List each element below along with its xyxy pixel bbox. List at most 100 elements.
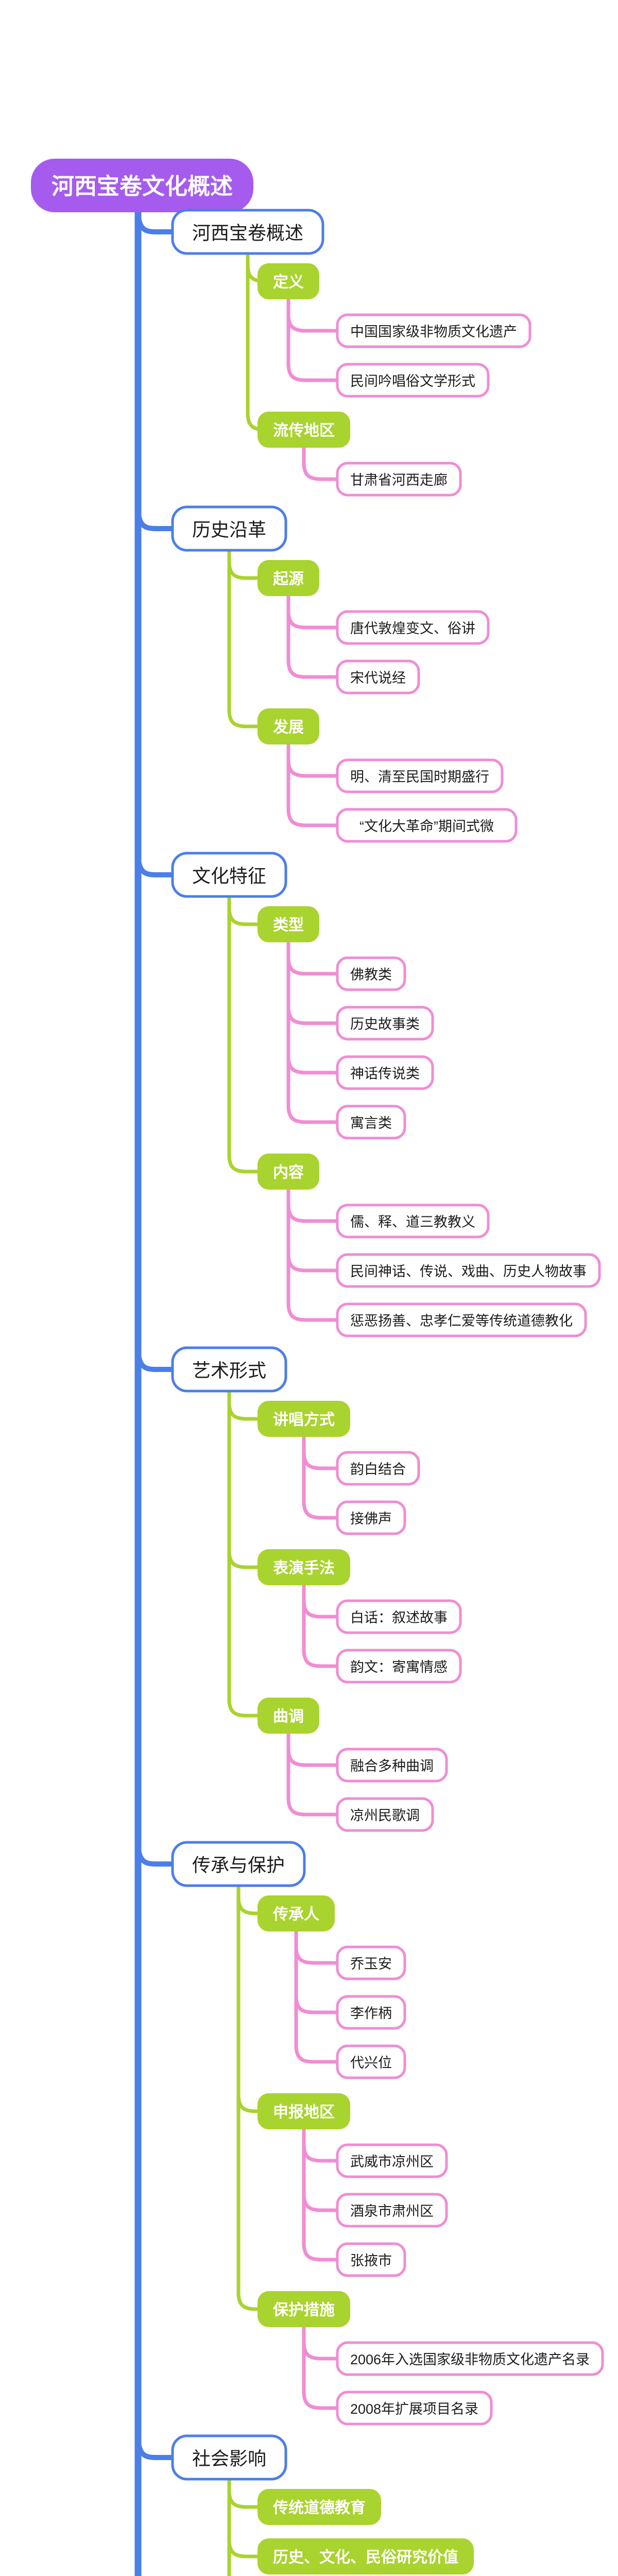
node-shape[interactable] xyxy=(336,1055,434,1090)
mindmap-node[interactable]: 唐代敦煌变文、俗讲 xyxy=(336,610,490,645)
node-label: 中国国家级非物质文化遗产 xyxy=(350,324,517,340)
mindmap-node[interactable]: 张掖市 xyxy=(336,2242,406,2277)
mindmap-node[interactable]: 神话传说类 xyxy=(336,1055,434,1090)
mindmap-node[interactable]: 儒、释、道三教教义 xyxy=(336,1204,490,1239)
node-shape[interactable] xyxy=(258,2538,474,2574)
mindmap-node[interactable]: 文化特征 xyxy=(171,852,287,898)
node-shape[interactable] xyxy=(336,1748,448,1783)
node-shape[interactable] xyxy=(258,263,319,299)
mindmap-node[interactable]: 民间吟唱俗文学形式 xyxy=(336,363,490,398)
mindmap-node[interactable]: 保护措施 xyxy=(258,2291,350,2327)
mindmap-node[interactable]: 历史故事类 xyxy=(336,1006,434,1041)
node-shape[interactable] xyxy=(336,659,420,694)
mindmap-node[interactable]: 社会影响 xyxy=(171,2434,287,2481)
mindmap-node[interactable]: 历史沿革 xyxy=(171,505,287,552)
mindmap-node[interactable]: 韵文：寄寓情感 xyxy=(336,1649,462,1684)
node-shape[interactable] xyxy=(336,462,462,497)
node-shape[interactable] xyxy=(336,1253,601,1288)
mindmap-node[interactable]: 凉州民歌调 xyxy=(336,1797,434,1832)
mindmap-node[interactable]: 内容 xyxy=(258,1154,319,1190)
node-shape[interactable] xyxy=(258,560,319,596)
node-shape[interactable] xyxy=(336,610,490,645)
node-shape[interactable] xyxy=(336,1451,420,1486)
node-shape[interactable] xyxy=(336,1105,406,1140)
node-shape[interactable] xyxy=(336,2242,406,2277)
mindmap-node[interactable]: 申报地区 xyxy=(258,2093,350,2129)
mindmap-node[interactable]: 定义 xyxy=(258,263,319,299)
node-shape[interactable] xyxy=(336,1006,434,1041)
mindmap-node[interactable]: 酒泉市肃州区 xyxy=(336,2193,448,2228)
mindmap-node[interactable]: 白话：叙述故事 xyxy=(336,1599,462,1634)
mindmap-node[interactable]: 甘肃省河西走廊 xyxy=(336,462,462,497)
node-shape[interactable] xyxy=(258,1895,335,1931)
node-shape[interactable] xyxy=(336,2391,493,2426)
node-shape[interactable] xyxy=(258,2291,350,2327)
mindmap-node[interactable]: 传承与保护 xyxy=(171,1841,306,1887)
node-shape[interactable] xyxy=(258,2093,350,2129)
mindmap-node[interactable]: 历史、文化、民俗研究价值 xyxy=(258,2538,474,2574)
node-shape[interactable] xyxy=(258,1401,350,1437)
node-shape[interactable] xyxy=(258,1154,319,1190)
node-shape[interactable] xyxy=(336,1302,587,1337)
node-shape[interactable] xyxy=(336,2193,448,2228)
node-shape[interactable] xyxy=(336,1945,406,1980)
node-shape[interactable] xyxy=(336,2143,448,2178)
mindmap-node[interactable]: 表演手法 xyxy=(258,1549,350,1585)
mindmap-node[interactable]: 讲唱方式 xyxy=(258,1401,350,1437)
mindmap-node[interactable]: 宋代说经 xyxy=(336,659,420,694)
node-shape[interactable] xyxy=(336,1797,434,1832)
mindmap-node[interactable]: 乔玉安 xyxy=(336,1945,406,1980)
node-shape[interactable] xyxy=(258,1698,319,1734)
mindmap-node[interactable]: 流传地区 xyxy=(258,412,350,448)
node-shape[interactable] xyxy=(336,808,518,843)
node-shape[interactable] xyxy=(336,1649,462,1684)
mindmap-root-node[interactable]: 河西宝卷文化概述 xyxy=(31,159,253,212)
mindmap-node[interactable]: 中国国家级非物质文化遗产 xyxy=(336,313,531,348)
mindmap-node[interactable]: 类型 xyxy=(258,906,319,942)
node-shape[interactable] xyxy=(258,906,319,942)
node-shape[interactable] xyxy=(171,505,287,552)
mindmap-node[interactable]: 艺术形式 xyxy=(171,1346,287,1393)
node-shape[interactable] xyxy=(336,758,504,793)
node-shape[interactable] xyxy=(336,2044,406,2079)
mindmap-node[interactable]: 民间神话、传说、戏曲、历史人物故事 xyxy=(336,1253,601,1288)
node-shape[interactable] xyxy=(258,708,319,744)
node-shape[interactable] xyxy=(171,209,324,255)
mindmap-node[interactable]: 韵白结合 xyxy=(336,1451,420,1486)
mindmap-node[interactable]: “文化大革命”期间式微 xyxy=(336,808,518,843)
node-shape[interactable] xyxy=(171,1346,287,1393)
mindmap-node[interactable]: 融合多种曲调 xyxy=(336,1748,448,1783)
node-shape[interactable] xyxy=(171,852,287,898)
mindmap-node[interactable]: 2006年入选国家级非物质文化遗产名录 xyxy=(336,2341,604,2376)
node-shape[interactable] xyxy=(258,2489,381,2525)
node-shape[interactable] xyxy=(171,2434,287,2481)
mindmap-node[interactable]: 传承人 xyxy=(258,1895,335,1931)
node-shape[interactable] xyxy=(171,1841,306,1887)
node-shape[interactable] xyxy=(336,2341,604,2376)
mindmap-node[interactable]: 曲调 xyxy=(258,1698,319,1734)
mindmap-node[interactable]: 惩恶扬善、忠孝仁爱等传统道德教化 xyxy=(336,1302,587,1337)
mindmap-node[interactable]: 接佛声 xyxy=(336,1500,406,1535)
node-shape[interactable] xyxy=(336,313,531,348)
node-shape[interactable] xyxy=(336,956,406,991)
mindmap-node[interactable]: 寓言类 xyxy=(336,1105,406,1140)
mindmap-node[interactable]: 发展 xyxy=(258,708,319,744)
connector-elbow xyxy=(286,1796,341,1817)
mindmap-node[interactable]: 代兴位 xyxy=(336,2044,406,2079)
node-shape[interactable] xyxy=(31,159,253,212)
node-shape[interactable] xyxy=(336,1204,490,1239)
mindmap-node[interactable]: 2008年扩展项目名录 xyxy=(336,2391,493,2426)
mindmap-node[interactable]: 明、清至民国时期盛行 xyxy=(336,758,504,793)
node-shape[interactable] xyxy=(336,1995,406,2030)
mindmap-node[interactable]: 传统道德教育 xyxy=(258,2489,381,2525)
node-shape[interactable] xyxy=(336,363,490,398)
mindmap-node[interactable]: 李作柄 xyxy=(336,1995,406,2030)
mindmap-node[interactable]: 佛教类 xyxy=(336,956,406,991)
node-shape[interactable] xyxy=(336,1500,406,1535)
mindmap-node[interactable]: 起源 xyxy=(258,560,319,596)
node-shape[interactable] xyxy=(258,1549,350,1585)
node-shape[interactable] xyxy=(336,1599,462,1634)
mindmap-node[interactable]: 河西宝卷概述 xyxy=(171,209,324,255)
node-shape[interactable] xyxy=(258,412,350,448)
mindmap-node[interactable]: 武威市凉州区 xyxy=(336,2143,448,2178)
